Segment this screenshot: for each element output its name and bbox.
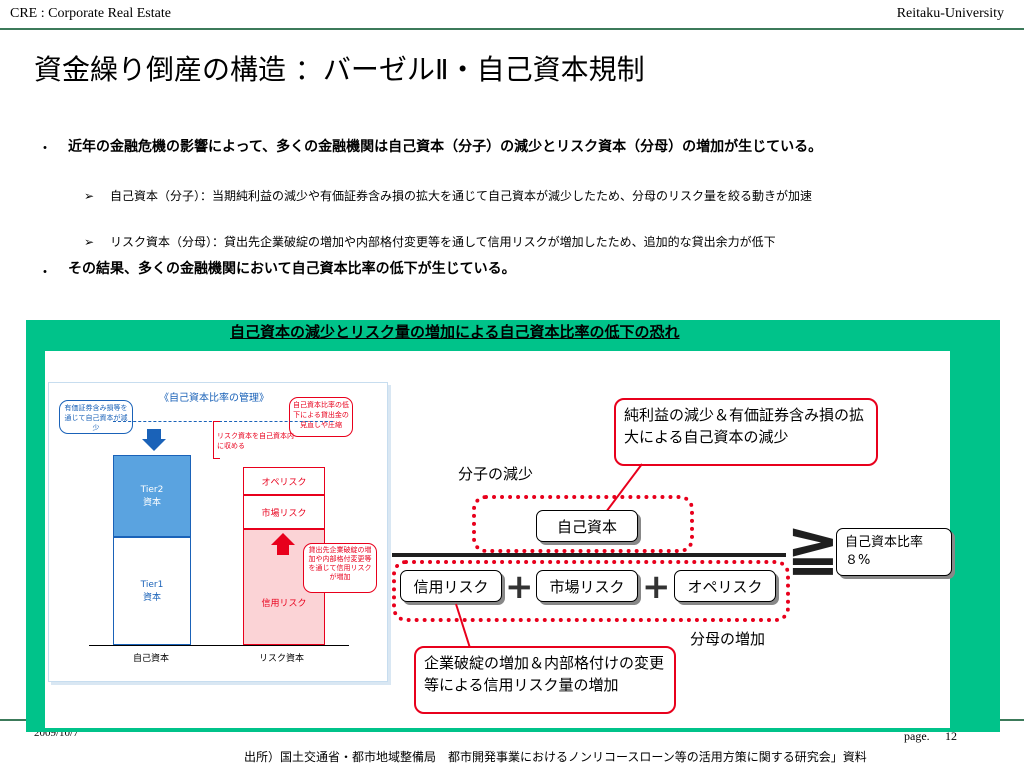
risk-op-label: オペリスク bbox=[261, 477, 307, 488]
sub-arrow-1: ➢ bbox=[84, 189, 95, 203]
denominator-box-op[interactable]: オペリスク bbox=[674, 570, 776, 602]
risk-market-block: 市場リスク bbox=[243, 495, 325, 529]
numerator-label: 分子の減少 bbox=[458, 465, 534, 483]
sub-arrow-2: ➢ bbox=[84, 235, 95, 249]
bullet-1: 近年の金融危機の影響によって、多くの金融機関は自己資本（分子）の減少とリスク資本… bbox=[68, 139, 823, 155]
risk-market-label: 市場リスク bbox=[261, 508, 307, 519]
denominator-frame bbox=[392, 560, 790, 622]
numerator-box: 自己資本 bbox=[536, 510, 638, 542]
footer-source: 出所）国土交通省・都市地域整備局 都市開発事業におけるノンリコースローン等の活用… bbox=[244, 750, 867, 764]
down-arrow-icon bbox=[147, 429, 161, 439]
bullet-dot-1: ・ bbox=[38, 141, 52, 157]
numerator-frame bbox=[472, 495, 694, 553]
callout-credit: 貸出先企業破綻の増加や内部格付変更等を通じて信用リスクが増加 bbox=[303, 543, 377, 593]
tier2-label: Tier2 資本 bbox=[140, 484, 164, 508]
xlabel-capital: 自己資本 bbox=[133, 654, 170, 664]
tier1-block: Tier1 資本 bbox=[113, 537, 191, 645]
xlabel-risk: リスク資本 bbox=[259, 654, 305, 664]
footer-page-label: page. bbox=[904, 729, 930, 743]
tier2-block: Tier2 資本 bbox=[113, 455, 191, 537]
panel-heading: 自己資本の減少とリスク量の増加による自己資本比率の低下の恐れ bbox=[230, 323, 680, 341]
chart-baseline bbox=[89, 645, 349, 646]
header-left: CRE : Corporate Real Estate bbox=[10, 6, 171, 21]
geq-symbol: ≧ bbox=[786, 510, 840, 584]
sub-bullet-2: リスク資本（分母）：貸出先企業破綻の増加や内部格付変更等を通して信用リスクが増加… bbox=[110, 235, 776, 249]
bullet-2: その結果、多くの金融機関において自己資本比率の低下が生じている。 bbox=[68, 261, 516, 277]
risk-op-block: オペリスク bbox=[243, 467, 325, 495]
callout-net-income: 純利益の減少＆有価証券含み損の拡大による自己資本の減少 bbox=[614, 398, 878, 466]
denominator-box-market[interactable]: 市場リスク bbox=[536, 570, 638, 602]
chart-title: 《自己資本比率の管理》 bbox=[159, 393, 269, 404]
callout-securities: 有価証券含み損等を通じて自己資本が減少 bbox=[59, 400, 133, 434]
bullet-dot-2: ・ bbox=[38, 265, 52, 281]
page-title: 資金繰り倒産の構造 ：バーゼルⅡ・自己資本規制 bbox=[34, 53, 645, 86]
callout-credit-risk: 企業破綻の増加＆内部格付けの変更等による信用リスク量の増加 bbox=[414, 646, 676, 714]
plus-icon-1: + bbox=[505, 567, 534, 607]
up-arrow-head bbox=[271, 533, 295, 545]
denominator-box-credit[interactable]: 信用リスク bbox=[400, 570, 502, 602]
down-arrow-head bbox=[142, 439, 166, 451]
callout-pointer-bottom bbox=[455, 603, 471, 649]
plus-icon-2: + bbox=[642, 567, 671, 607]
bracket-risk bbox=[213, 421, 220, 459]
note-risk: リスク資本を自己資本内に収める bbox=[217, 432, 294, 450]
capital-ratio-chart: 《自己資本比率の管理》 有価証券含み損等を通じて自己資本が減少 自己資本比率の低… bbox=[48, 382, 388, 682]
ratio-box: 自己資本比率 ８% bbox=[836, 528, 952, 576]
denominator-label: 分母の増加 bbox=[690, 630, 766, 648]
fraction-line bbox=[392, 553, 786, 557]
callout-lending: 自己資本比率の低下による貸出金の見直しや圧縮 bbox=[289, 397, 353, 437]
header-rule bbox=[0, 28, 1024, 30]
up-arrow-icon bbox=[277, 545, 289, 555]
tier1-label: Tier1 資本 bbox=[140, 579, 164, 603]
risk-credit-label: 信用リスク bbox=[261, 598, 307, 609]
footer-page-number: 12 bbox=[945, 729, 957, 743]
dotted-guide bbox=[113, 421, 333, 422]
header-right: Reitaku-University bbox=[896, 6, 1004, 21]
sub-bullet-1: 自己資本（分子）：当期純利益の減少や有価証券含み損の拡大を通じて自己資本が減少し… bbox=[110, 189, 813, 203]
